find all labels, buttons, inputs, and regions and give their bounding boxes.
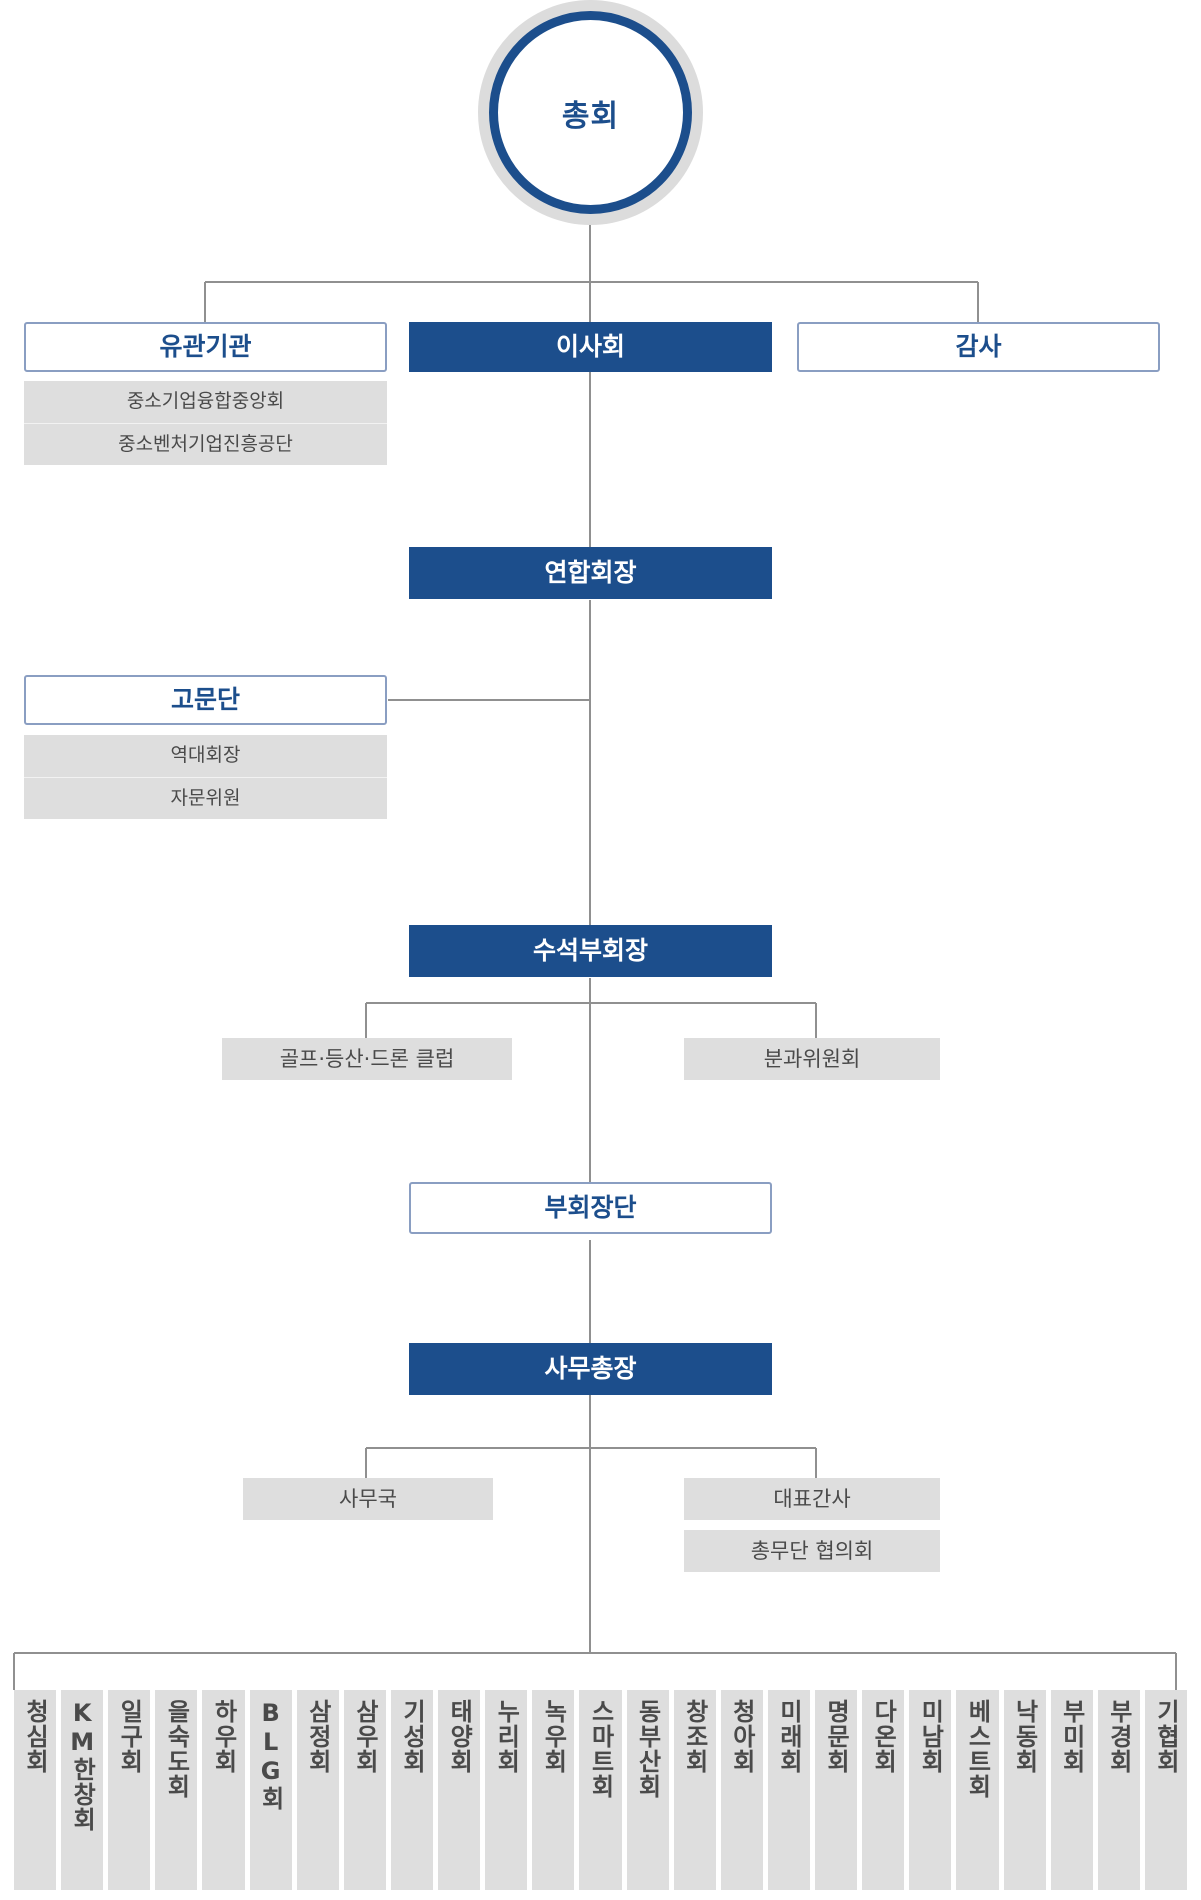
general-affairs-council-label: 총무단 협의회: [750, 1538, 874, 1563]
member-org-label: 기성회: [398, 1699, 426, 1774]
secretariat-node[interactable]: 사무국: [243, 1478, 493, 1520]
auditor-node[interactable]: 감사: [797, 322, 1160, 372]
member-org-chip[interactable]: 청심회: [14, 1690, 57, 1890]
member-org-chip[interactable]: 부경회: [1097, 1690, 1140, 1890]
member-org-label: 부미회: [1057, 1699, 1086, 1774]
member-org-chip[interactable]: 미래회: [767, 1690, 811, 1890]
assembly-label: 총회: [561, 98, 620, 134]
member-org-label: 부경회: [1104, 1699, 1133, 1774]
member-org-chip[interactable]: BLG회: [249, 1690, 292, 1890]
related-orgs-header-label: 유관기관: [159, 331, 252, 361]
member-org-chip[interactable]: KM한창회: [61, 1690, 104, 1890]
advisory-board-item-0-label: 역대회장: [170, 744, 241, 767]
secretary-general-node[interactable]: 사무총장: [409, 1343, 772, 1395]
member-org-label: 스마트회: [586, 1699, 615, 1799]
member-org-label: 미남회: [916, 1699, 945, 1774]
general-affairs-council-node[interactable]: 총무단 협의회: [684, 1530, 940, 1572]
secretariat-label: 사무국: [339, 1486, 397, 1511]
member-org-label: 을숙도회: [162, 1699, 191, 1799]
member-org-label: 청아회: [727, 1699, 756, 1774]
member-org-chip[interactable]: 미남회: [909, 1690, 952, 1890]
related-orgs-header[interactable]: 유관기관: [24, 322, 387, 372]
advisory-board-item-1[interactable]: 자문위원: [24, 777, 387, 819]
member-org-label: BLG회: [256, 1699, 285, 1811]
member-org-label: 기협회: [1151, 1699, 1180, 1774]
member-org-label: 베스트회: [963, 1699, 992, 1799]
clubs-node[interactable]: 골프·등산·드론 클럽: [222, 1038, 512, 1080]
member-org-label: 청심회: [21, 1699, 50, 1774]
member-org-label: KM한창회: [68, 1699, 97, 1832]
member-org-chip[interactable]: 부미회: [1050, 1690, 1093, 1890]
member-org-chip[interactable]: 을숙도회: [155, 1690, 198, 1890]
member-org-chip[interactable]: 창조회: [673, 1690, 716, 1890]
member-org-label: 하우회: [209, 1699, 238, 1774]
member-org-label: 삼정회: [303, 1699, 332, 1774]
member-org-chip[interactable]: 삼우회: [343, 1690, 386, 1890]
member-org-chip[interactable]: 기협회: [1144, 1690, 1187, 1890]
chief-secretary-node[interactable]: 대표간사: [684, 1478, 940, 1520]
subcommittee-node[interactable]: 분과위원회: [684, 1038, 940, 1080]
related-orgs-item-0[interactable]: 중소기업융합중앙회: [24, 381, 387, 423]
member-org-label: 명문회: [822, 1699, 851, 1774]
member-org-label: 미래회: [774, 1699, 803, 1774]
auditor-label: 감사: [955, 331, 1002, 361]
member-org-chip[interactable]: 청아회: [720, 1690, 763, 1890]
senior-vice-chairman-label: 수석부회장: [532, 935, 648, 965]
member-org-chip[interactable]: 일구회: [108, 1690, 151, 1890]
member-org-chip[interactable]: 삼정회: [296, 1690, 339, 1890]
member-org-label: 누리회: [492, 1699, 521, 1774]
member-org-label: 낙동회: [1010, 1699, 1039, 1774]
federation-chairman-node[interactable]: 연합회장: [409, 547, 772, 599]
vice-chairmen-label: 부회장단: [544, 1192, 637, 1222]
member-org-label: 다온회: [869, 1699, 898, 1774]
senior-vice-chairman-node[interactable]: 수석부회장: [409, 925, 772, 977]
member-org-label: 녹우회: [539, 1699, 568, 1774]
member-org-label: 삼우회: [350, 1699, 379, 1774]
member-org-chip[interactable]: 베스트회: [956, 1690, 999, 1890]
vice-chairmen-node[interactable]: 부회장단: [409, 1182, 772, 1234]
member-org-chip[interactable]: 기성회: [390, 1690, 434, 1890]
clubs-label: 골프·등산·드론 클럽: [279, 1046, 455, 1071]
related-orgs-item-1[interactable]: 중소벤처기업진흥공단: [24, 423, 387, 465]
secretary-general-label: 사무총장: [544, 1353, 637, 1383]
member-org-label: 창조회: [680, 1699, 709, 1774]
subcommittee-label: 분과위원회: [763, 1046, 861, 1071]
member-org-chip[interactable]: 낙동회: [1003, 1690, 1046, 1890]
federation-chairman-label: 연합회장: [544, 557, 637, 587]
advisory-board-item-1-label: 자문위원: [170, 786, 241, 809]
member-org-chip[interactable]: 누리회: [485, 1690, 528, 1890]
related-orgs-item-0-label: 중소기업융합중앙회: [126, 390, 285, 413]
chief-secretary-label: 대표간사: [773, 1486, 851, 1511]
board-of-directors-node[interactable]: 이사회: [409, 322, 772, 372]
member-org-chip[interactable]: 명문회: [815, 1690, 858, 1890]
member-org-chip[interactable]: 녹우회: [532, 1690, 575, 1890]
board-of-directors-label: 이사회: [555, 331, 625, 361]
advisory-board-header-label: 고문단: [170, 684, 240, 714]
related-orgs-item-1-label: 중소벤처기업진흥공단: [118, 432, 293, 455]
advisory-board-item-0[interactable]: 역대회장: [24, 735, 387, 777]
advisory-board-header[interactable]: 고문단: [24, 675, 387, 725]
member-org-chip[interactable]: 태양회: [438, 1690, 481, 1890]
member-org-label: 태양회: [445, 1699, 474, 1774]
member-org-chip[interactable]: 다온회: [862, 1690, 905, 1890]
member-org-chip[interactable]: 하우회: [202, 1690, 245, 1890]
member-org-label: 동부산회: [633, 1699, 662, 1799]
member-org-label: 일구회: [115, 1699, 144, 1774]
assembly-node[interactable]: 총회: [489, 11, 692, 214]
member-org-chip[interactable]: 스마트회: [579, 1690, 622, 1890]
member-org-chip[interactable]: 동부산회: [626, 1690, 669, 1890]
